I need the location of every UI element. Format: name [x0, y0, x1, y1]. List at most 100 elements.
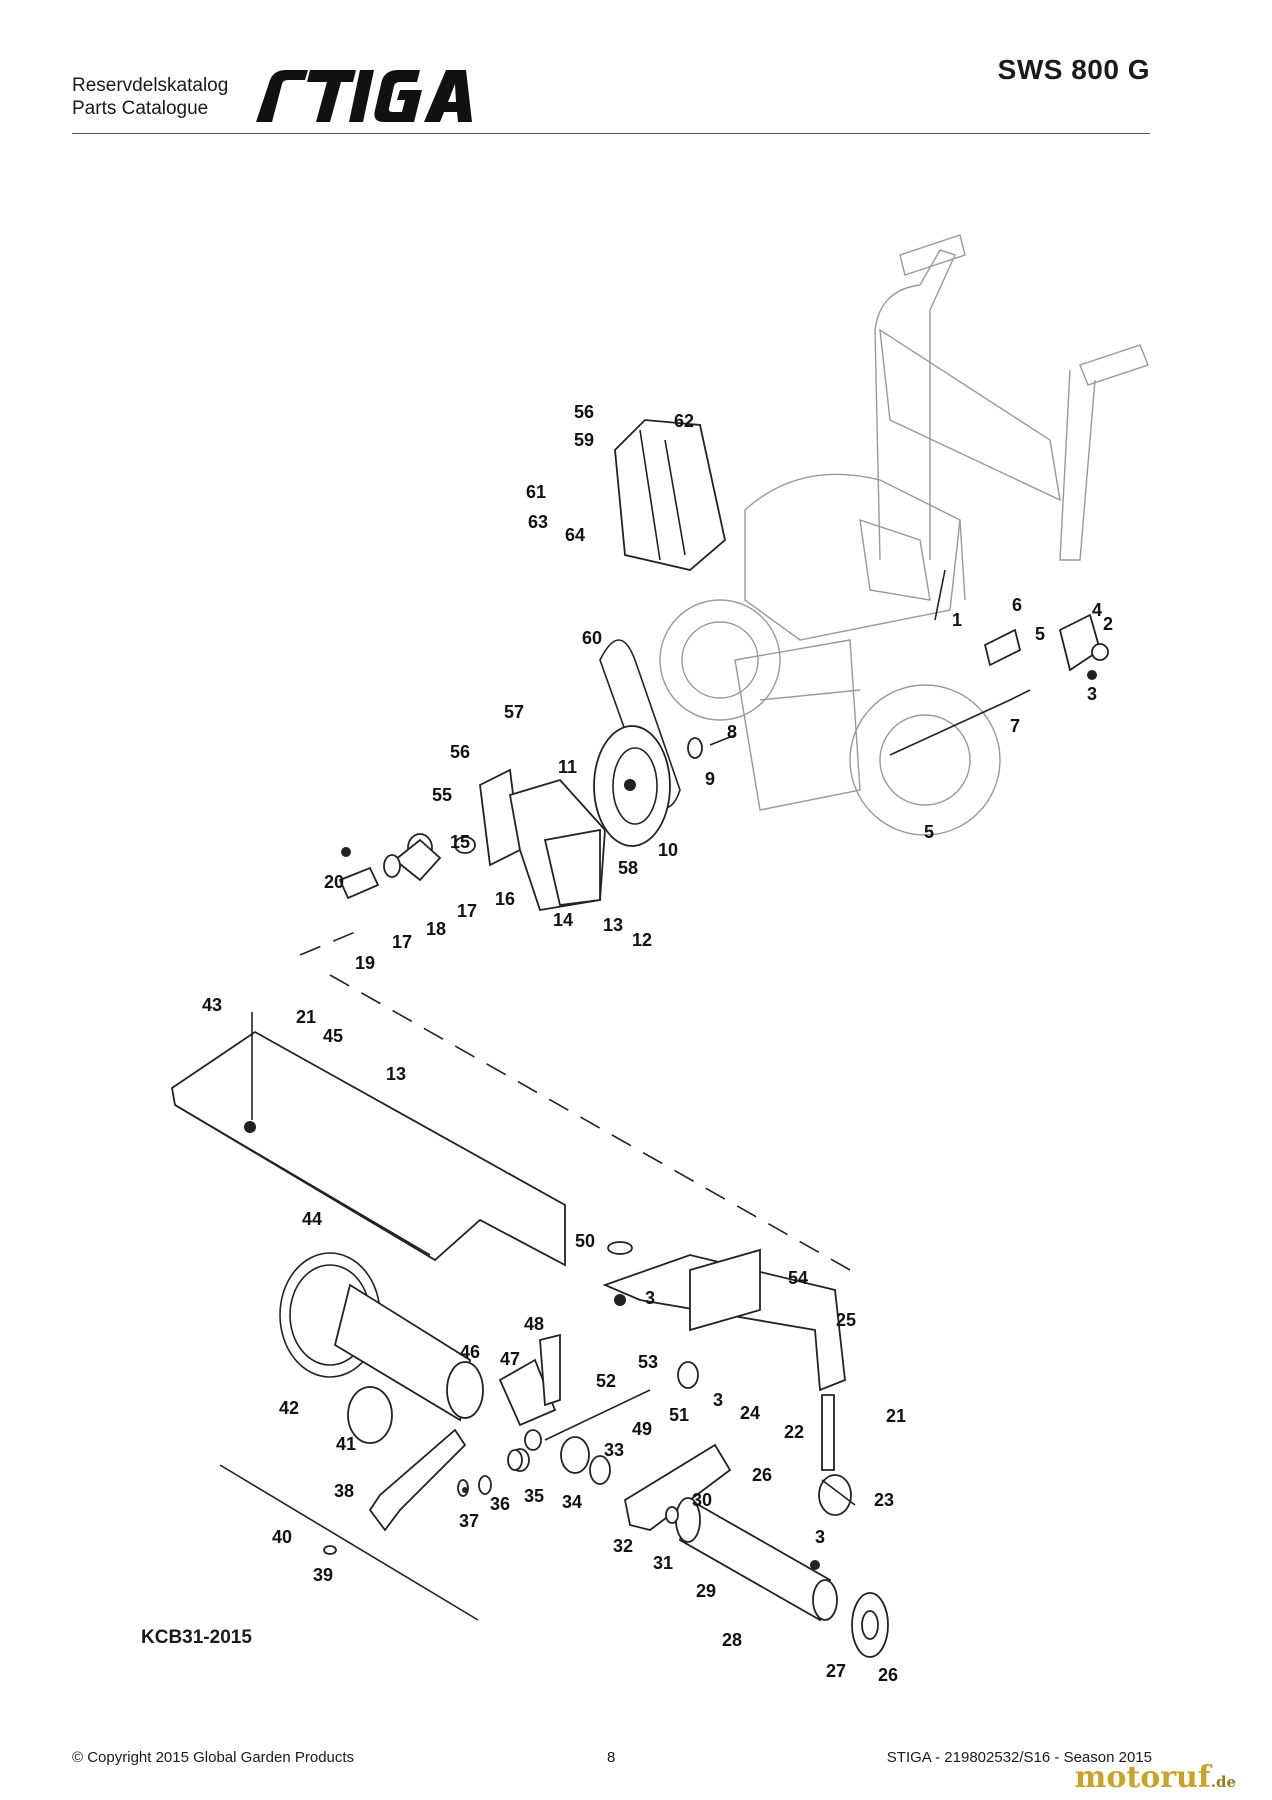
callout-13b: 13 — [386, 1064, 406, 1084]
diagram-code: KCB31-2015 — [141, 1627, 252, 1648]
callout-21a: 21 — [296, 1007, 316, 1027]
callout-34: 34 — [562, 1492, 582, 1512]
callout-57: 57 — [504, 702, 524, 722]
callout-35: 35 — [524, 1486, 544, 1506]
callout-31: 31 — [653, 1553, 673, 1573]
exploded-parts-diagram: 1 2 3 3 3 3 4 5 5 6 7 8 9 10 11 12 13 13… — [0, 140, 1272, 1700]
callout-30: 30 — [692, 1490, 712, 1510]
copyright: © Copyright 2015 Global Garden Products — [72, 1749, 355, 1766]
catalog-title-english: Parts Catalogue — [72, 98, 209, 119]
callout-60: 60 — [582, 628, 602, 648]
watermark-text: motoruf — [1074, 1760, 1211, 1795]
callout-39: 39 — [313, 1565, 333, 1585]
brush-roller — [279, 1252, 484, 1444]
callout-50: 50 — [575, 1231, 595, 1251]
callout-26a: 26 — [752, 1465, 772, 1485]
belt-cover — [614, 419, 726, 571]
callout-8: 8 — [727, 722, 737, 742]
callout-3d: 3 — [815, 1527, 825, 1547]
callout-40: 40 — [272, 1527, 292, 1547]
side-parts-left — [219, 1428, 523, 1621]
deflector-plate — [171, 1012, 566, 1267]
callout-20: 20 — [324, 872, 344, 892]
callout-5b: 5 — [924, 822, 934, 842]
callout-53: 53 — [638, 1352, 658, 1372]
callout-5a: 5 — [1035, 624, 1045, 644]
callout-2: 2 — [1103, 614, 1113, 634]
callout-7: 7 — [1010, 716, 1020, 736]
caster-wheel — [818, 1394, 856, 1516]
callout-28: 28 — [722, 1630, 742, 1650]
callout-52: 52 — [596, 1371, 616, 1391]
control-rod-parts — [889, 569, 1109, 756]
document-reference: STIGA - 219802532/S16 - Season 2015 — [886, 1749, 1152, 1766]
watermark: motoruf.de — [1075, 1760, 1236, 1795]
frame — [602, 1241, 846, 1392]
callout-3c: 3 — [713, 1390, 723, 1410]
callout-16: 16 — [495, 889, 515, 909]
callout-46: 46 — [460, 1342, 480, 1362]
callout-62: 62 — [674, 411, 694, 431]
page-number: 8 — [607, 1749, 616, 1766]
callout-4: 4 — [1092, 600, 1102, 620]
catalog-title: Reservdelskatalog Parts Catalogue — [72, 74, 228, 120]
callout-61: 61 — [526, 482, 546, 502]
callout-37: 37 — [459, 1511, 479, 1531]
callout-51: 51 — [669, 1405, 689, 1425]
bracket-assembly — [338, 768, 606, 912]
callout-43: 43 — [202, 995, 222, 1015]
callout-48: 48 — [524, 1314, 544, 1334]
callout-19: 19 — [355, 953, 375, 973]
callout-33: 33 — [604, 1440, 624, 1460]
callout-labels: 1 2 3 3 3 3 4 5 5 6 7 8 9 10 11 12 13 13… — [202, 402, 1113, 1685]
callout-17a: 17 — [457, 901, 477, 921]
callout-45: 45 — [323, 1026, 343, 1046]
callout-3a: 3 — [1087, 684, 1097, 704]
callout-22: 22 — [784, 1422, 804, 1442]
callout-17b: 17 — [392, 932, 412, 952]
callout-47: 47 — [500, 1349, 520, 1369]
snowblower-outline — [659, 234, 1149, 836]
callout-12: 12 — [632, 930, 652, 950]
callout-58: 58 — [618, 858, 638, 878]
callout-29: 29 — [696, 1581, 716, 1601]
callout-21b: 21 — [886, 1406, 906, 1426]
belt-and-pulley — [593, 639, 736, 847]
callout-15: 15 — [450, 832, 470, 852]
callout-38: 38 — [334, 1481, 354, 1501]
callout-11: 11 — [558, 757, 577, 777]
callout-27: 27 — [826, 1661, 846, 1681]
callout-56b: 56 — [450, 742, 470, 762]
callout-23: 23 — [874, 1490, 894, 1510]
callout-3b: 3 — [645, 1288, 655, 1308]
callout-26b: 26 — [878, 1665, 898, 1685]
callout-14: 14 — [553, 910, 573, 930]
callout-41: 41 — [336, 1434, 356, 1454]
header-divider — [72, 133, 1150, 134]
callout-63: 63 — [528, 512, 548, 532]
callout-44: 44 — [302, 1209, 322, 1229]
callout-18: 18 — [426, 919, 446, 939]
callout-10: 10 — [658, 840, 678, 860]
callout-9: 9 — [705, 769, 715, 789]
callout-55: 55 — [432, 785, 452, 805]
callout-36: 36 — [490, 1494, 510, 1514]
drive-housing — [623, 1443, 889, 1658]
callout-42: 42 — [279, 1398, 299, 1418]
callout-25: 25 — [836, 1310, 856, 1330]
callout-32: 32 — [613, 1536, 633, 1556]
callout-49: 49 — [632, 1419, 652, 1439]
catalog-title-swedish: Reservdelskatalog — [72, 75, 229, 96]
callout-24: 24 — [740, 1403, 760, 1423]
callout-59: 59 — [574, 430, 594, 450]
stiga-logo — [252, 66, 474, 126]
watermark-suffix: .de — [1210, 1773, 1236, 1791]
model-name: SWS 800 G — [997, 54, 1150, 85]
callout-56a: 56 — [574, 402, 594, 422]
callout-54: 54 — [788, 1268, 808, 1288]
callout-6: 6 — [1012, 595, 1022, 615]
callout-1: 1 — [952, 610, 962, 630]
callout-13a: 13 — [603, 915, 623, 935]
gear-shaft — [498, 1333, 699, 1485]
callout-64: 64 — [565, 525, 585, 545]
